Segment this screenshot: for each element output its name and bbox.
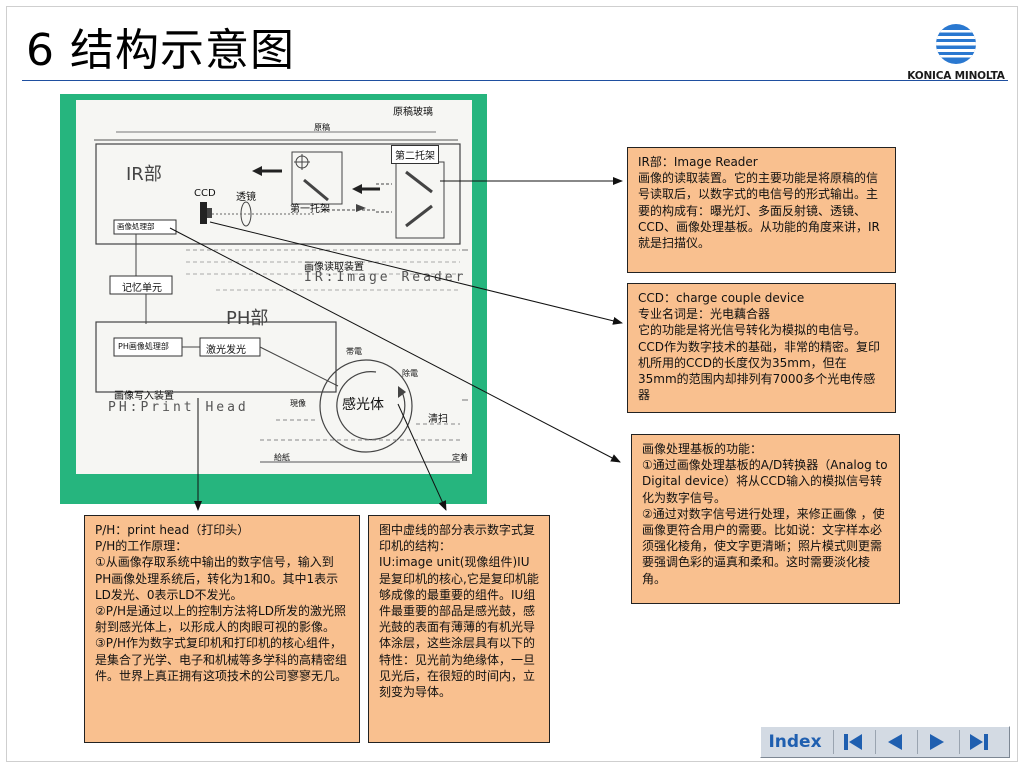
image-writer-cn-label: 画像写入装置 [114, 391, 174, 402]
ir-section-label: IR部 [126, 164, 162, 185]
ph-section-label: PH部 [226, 308, 269, 329]
second-carriage-label: 第二托架 [391, 145, 439, 164]
cleaning-label: 清扫 [428, 414, 448, 425]
ccd-callout-heading: CCD：charge couple device [638, 291, 805, 305]
ir-callout-body: 画像的读取装置。它的主要功能是将原稿的信号读取后，以数字式的电信号的形式输出。主… [638, 171, 880, 251]
globe-logo-icon [936, 24, 976, 64]
ph-callout-subheading: P/H的工作原理： [95, 539, 188, 554]
slide-title: 6 结构示意图 [26, 25, 295, 76]
fixing-label: 定着 [452, 453, 468, 462]
arrow-right-icon [930, 734, 944, 750]
ph-callout: P/H：print head（打印头） P/H的工作原理： ①从画像存取系统中输… [84, 515, 360, 743]
iu-callout: 图中虚线的部分表示数字式复印机的结构： IU:image unit(现像组件)I… [368, 515, 550, 743]
slide-frame [6, 6, 1018, 762]
ccd-callout-term: 专业名词是：光电藕合器 [638, 307, 771, 322]
original-label: 原稿 [314, 123, 330, 132]
photoreceptor-label: 感光体 [342, 397, 384, 413]
last-slide-button[interactable] [959, 730, 998, 754]
next-slide-button[interactable] [917, 730, 956, 754]
index-button[interactable]: Index [768, 732, 822, 752]
ph-callout-heading: P/H：print head（打印头） [95, 523, 250, 537]
first-slide-button[interactable] [833, 730, 872, 754]
ph-callout-point-3: ③P/H作为数字式复印机和打印机的核心组件，是集合了光学、电子和机械等多学科的高… [95, 636, 348, 683]
image-reader-en-label: IR:Image Reader [304, 270, 467, 285]
copier-structure-diagram: 原稿玻璃 原稿 第二托架 IR部 CCD 透镜 第一托架 画像処理部 画像读取装… [60, 94, 487, 504]
charge-label: 帯電 [346, 347, 362, 356]
previous-slide-button[interactable] [875, 730, 914, 754]
logo-wordmark: KONICA MINOLTA [907, 70, 1005, 82]
ph-callout-point-1: ①从画像存取系统中输出的数字信号，输入到PH画像处理系统后，转化为1和0。其中1… [95, 555, 339, 602]
lens-label: 透镜 [236, 192, 256, 203]
discharge-label: 除電 [402, 369, 418, 378]
memory-unit-label: 记忆单元 [122, 283, 162, 294]
skip-back-icon [844, 734, 862, 750]
iu-callout-body: IU:image unit(现像组件)IU是复印机的核心,它是复印机能够成像的最… [379, 555, 539, 700]
title-divider [22, 80, 1008, 81]
development-label: 現像 [290, 399, 306, 408]
paper-feed-label: 給紙 [274, 453, 290, 462]
iu-callout-heading: 图中虚线的部分表示数字式复印机的结构： [379, 523, 536, 554]
board-callout: 画像处理基板的功能： ①通过画像处理基板的A/D转换器（Analog to Di… [631, 434, 900, 604]
ir-callout: IR部：Image Reader 画像的读取装置。它的主要功能是将原稿的信号读取… [627, 147, 896, 273]
diagram-canvas: 原稿玻璃 原稿 第二托架 IR部 CCD 透镜 第一托架 画像処理部 画像读取装… [76, 100, 472, 474]
ir-callout-heading: IR部：Image Reader [638, 155, 758, 169]
image-writer-en-label: PH:Print Head [108, 400, 249, 415]
skip-forward-icon [970, 734, 988, 750]
board-callout-point-2: ②通过对数字信号进行处理，来修正画像 ，使画像更符合用户的需要。比如说：文字样本… [642, 506, 885, 586]
laser-label: 激光发光 [206, 345, 246, 356]
board-callout-heading: 画像处理基板的功能： [642, 442, 763, 456]
konica-minolta-logo: KONICA MINOLTA [906, 20, 1006, 92]
slide-navigation-bar: Index [760, 726, 1010, 758]
image-processing-board-label: 画像処理部 [117, 222, 155, 231]
ccd-callout: CCD：charge couple device 专业名词是：光电藕合器 它的功… [627, 283, 896, 413]
ccd-label: CCD [194, 188, 216, 199]
arrow-left-icon [888, 734, 902, 750]
first-carriage-label: 第一托架 [290, 204, 330, 215]
ph-processing-label: PH画像処理部 [118, 342, 169, 351]
ccd-callout-body: 它的功能是将光信号转化为模拟的电信号。CCD作为数字技术的基础，非常的精密。复印… [638, 323, 880, 403]
board-callout-point-1: ①通过画像处理基板的A/D转换器（Analog to Digital devic… [642, 458, 888, 505]
ph-callout-point-2: ②P/H是通过以上的控制方法将LD所发的激光照射到感光体上，以形成人的肉眼可视的… [95, 604, 346, 635]
original-glass-label: 原稿玻璃 [393, 107, 433, 118]
